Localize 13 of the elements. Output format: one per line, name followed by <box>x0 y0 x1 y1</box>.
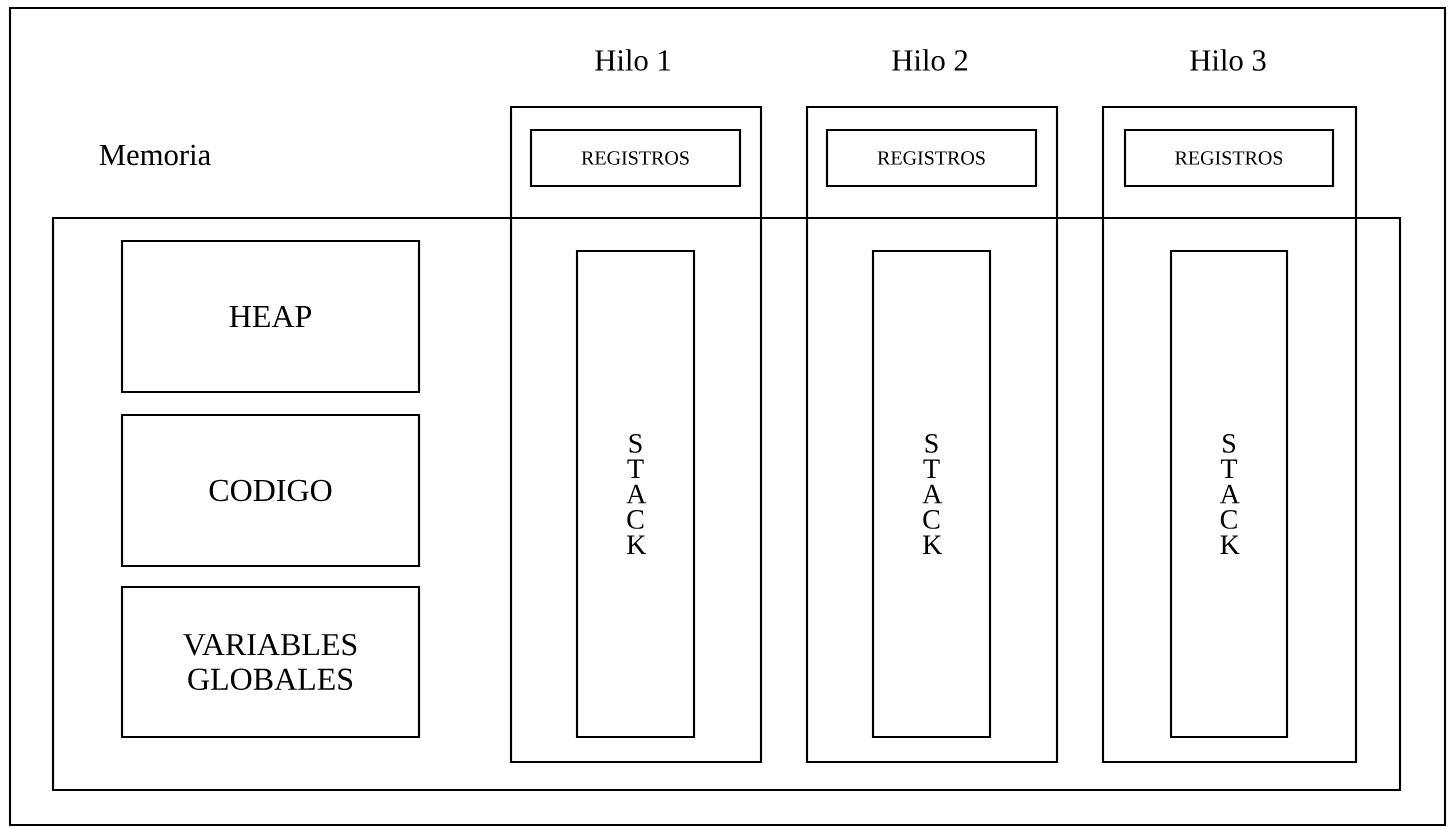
memory-segment-box: HEAP <box>120 239 421 394</box>
node-label: Hilo 3 <box>1190 49 1266 71</box>
registers-box: REGISTROS <box>825 128 1038 188</box>
memory-segment-box: VARIABLES GLOBALES <box>120 585 421 739</box>
node-label: Memoria <box>99 144 211 166</box>
stack-box: S T A C K <box>871 249 992 739</box>
registers-box: REGISTROS <box>529 128 742 188</box>
node-label: Hilo 2 <box>892 49 968 71</box>
node-label: Hilo 1 <box>595 49 670 71</box>
memory-segment-box: CODIGO <box>120 413 421 568</box>
registers-box: REGISTROS <box>1123 128 1335 188</box>
stack-box: S T A C K <box>1169 249 1289 739</box>
stack-box: S T A C K <box>575 249 696 739</box>
